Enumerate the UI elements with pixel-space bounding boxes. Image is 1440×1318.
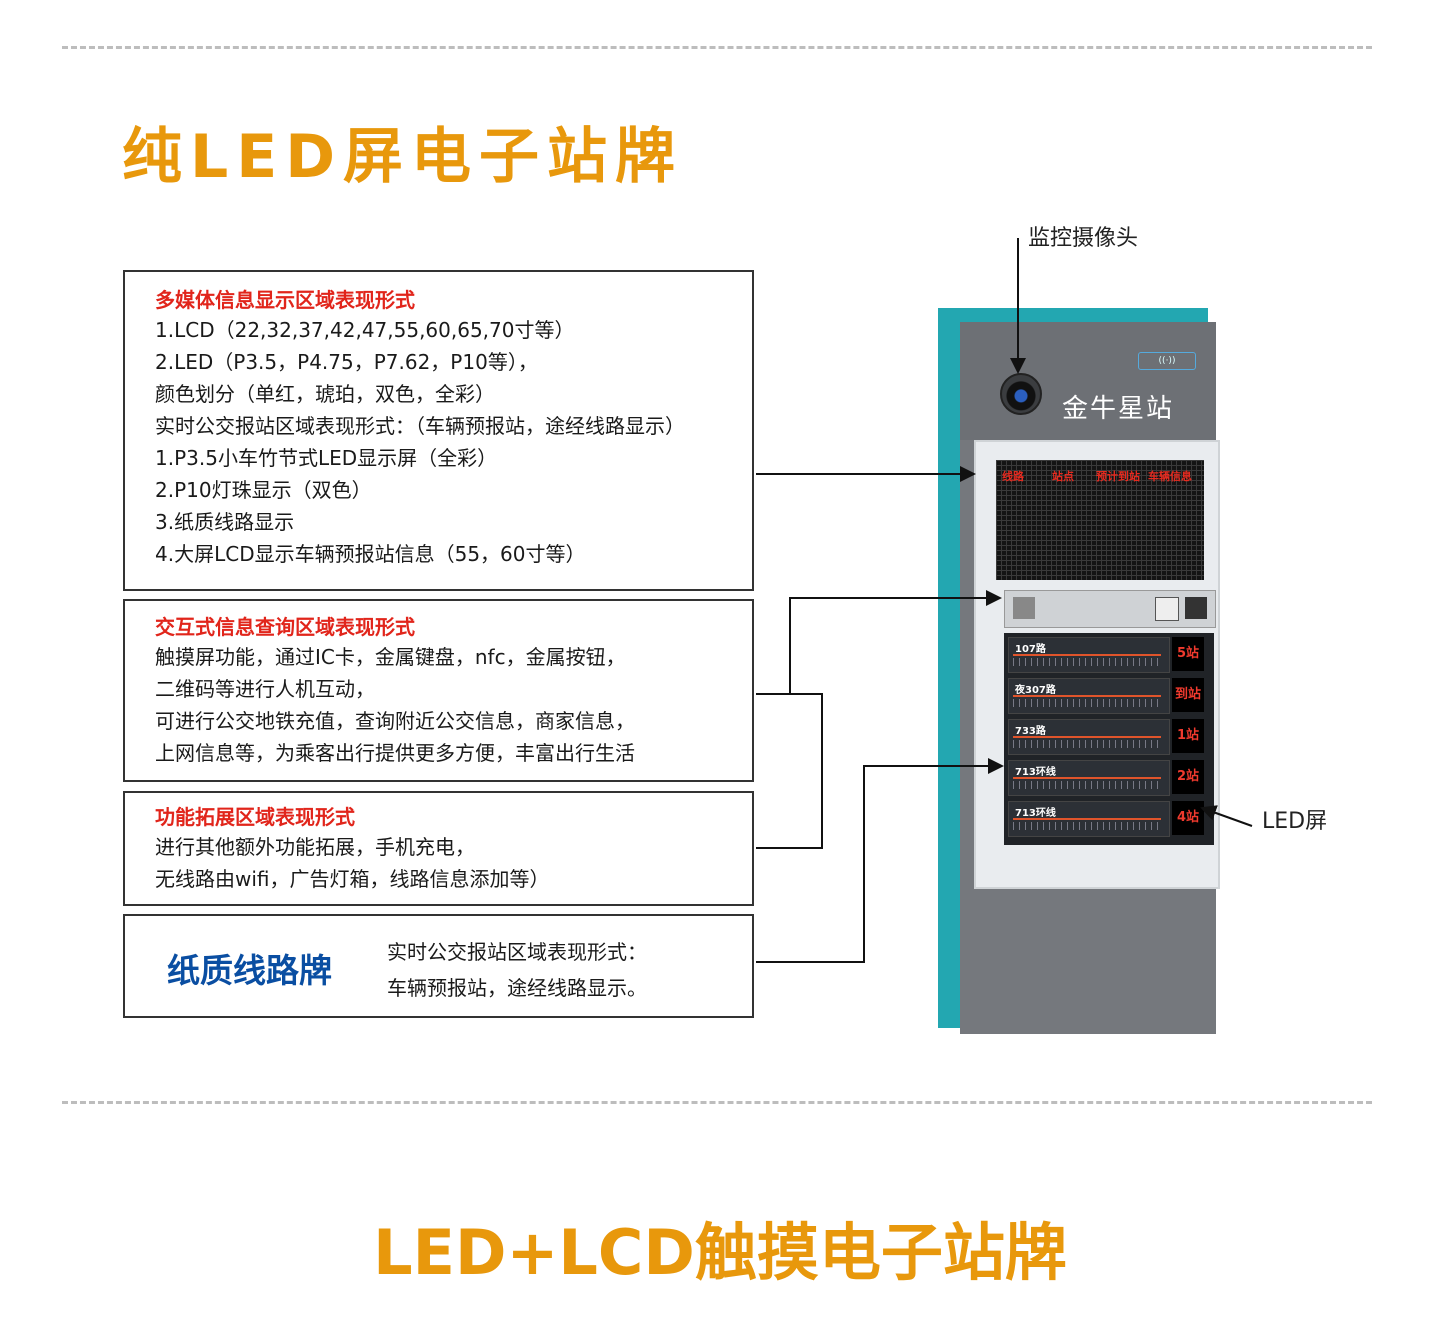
led-text: 站点 <box>1052 470 1074 483</box>
route-board: 107路 5站 夜307路 到站 733路 1站 713环线 2站 713环线 … <box>1004 633 1214 845</box>
page-title: 纯LED屏电子站牌 <box>122 122 684 192</box>
multimedia-line: 3.纸质线路显示 <box>155 510 295 534</box>
extension-heading: 功能拓展区域表现形式 <box>155 805 355 829</box>
paper-desc-line: 车辆预报站，途经线路显示。 <box>387 976 647 1000</box>
extension-box: 功能拓展区域表现形式 进行其他额外功能拓展，手机充电， 无线路由wifi，广告灯… <box>123 791 754 906</box>
multimedia-line: 颜色划分（单红，琥珀，双色，全彩） <box>155 382 495 406</box>
led-matrix-display: 线路 站点 预计到站 车辆信息 <box>996 460 1204 580</box>
camera-icon <box>1000 373 1042 415</box>
route-row: 夜307路 到站 <box>1008 678 1210 714</box>
route-row: 733路 1站 <box>1008 719 1210 755</box>
route-name: 夜307路 <box>1015 685 1056 696</box>
interactive-line: 二维码等进行人机互动， <box>155 677 375 701</box>
card-slot-icon[interactable] <box>1185 597 1207 619</box>
multimedia-line: 4.大屏LCD显示车辆预报站信息（55，60寸等） <box>155 542 586 566</box>
bus-stop-kiosk: ((·)) 金牛星站 线路 站点 预计到站 车辆信息 107路 5站 夜307路… <box>938 300 1220 1035</box>
route-name: 107路 <box>1015 644 1046 655</box>
kiosk-top-cap <box>960 322 1216 440</box>
route-row: 713环线 4站 <box>1008 801 1210 837</box>
route-status: 5站 <box>1172 637 1204 671</box>
paper-desc-line: 实时公交报站区域表现形式： <box>387 940 647 964</box>
led-text: 预计到站 <box>1096 470 1140 483</box>
paper-route-desc: 实时公交报站区域表现形式： 车辆预报站，途经线路显示。 <box>387 934 647 1006</box>
interactive-box: 交互式信息查询区域表现形式 触摸屏功能，通过IC卡，金属键盘，nfc，金属按钮，… <box>123 599 754 782</box>
multimedia-line: 实时公交报站区域表现形式：（车辆预报站，途经线路显示） <box>155 414 685 438</box>
route-row: 107路 5站 <box>1008 637 1210 673</box>
qr-code-icon[interactable] <box>1155 597 1179 621</box>
interactive-heading: 交互式信息查询区域表现形式 <box>155 615 415 639</box>
route-status: 4站 <box>1172 801 1204 835</box>
bottom-divider <box>62 1101 1372 1104</box>
paper-route-title: 纸质线路牌 <box>167 951 332 990</box>
led-text: 线路 <box>1002 470 1024 483</box>
multimedia-heading: 多媒体信息显示区域表现形式 <box>155 288 415 312</box>
camera-label: 监控摄像头 <box>1028 226 1139 251</box>
paper-route-box: 纸质线路牌 实时公交报站区域表现形式： 车辆预报站，途经线路显示。 <box>123 914 754 1018</box>
interactive-line: 上网信息等，为乘客出行提供更多方便，丰富出行生活 <box>155 741 635 765</box>
route-status: 2站 <box>1172 760 1204 794</box>
multimedia-line: 1.LCD（22,32,37,42,47,55,60,65,70寸等） <box>155 318 575 342</box>
station-name: 金牛星站 <box>1062 394 1175 424</box>
route-status: 1站 <box>1172 719 1204 753</box>
interactive-line: 触摸屏功能，通过IC卡，金属键盘，nfc，金属按钮， <box>155 645 626 669</box>
multimedia-box: 多媒体信息显示区域表现形式 1.LCD（22,32,37,42,47,55,60… <box>123 270 754 591</box>
route-name: 733路 <box>1015 726 1046 737</box>
led-text: 车辆信息 <box>1148 470 1192 483</box>
section-title: LED+LCD触摸电子站牌 <box>373 1216 1067 1289</box>
extension-line: 无线路由wifi，广告灯箱，线路信息添加等） <box>155 867 550 891</box>
multimedia-line: 2.LED（P3.5，P4.75，P7.62，P10等）， <box>155 350 538 374</box>
route-name: 713环线 <box>1015 767 1056 778</box>
nfc-reader-icon[interactable] <box>1013 597 1035 619</box>
route-status: 到站 <box>1172 678 1204 712</box>
route-row: 713环线 2站 <box>1008 760 1210 796</box>
multimedia-line: 1.P3.5小车竹节式LED显示屏（全彩） <box>155 446 498 470</box>
nfc-icon: ((·)) <box>1138 352 1196 370</box>
top-divider <box>62 46 1372 49</box>
metal-keypad[interactable] <box>1004 590 1216 628</box>
route-name: 713环线 <box>1015 808 1056 819</box>
multimedia-line: 2.P10灯珠显示（双色） <box>155 478 372 502</box>
interactive-line: 可进行公交地铁充值，查询附近公交信息，商家信息， <box>155 709 635 733</box>
led-screen-label: LED屏 <box>1262 809 1328 834</box>
extension-line: 进行其他额外功能拓展，手机充电， <box>155 835 475 859</box>
